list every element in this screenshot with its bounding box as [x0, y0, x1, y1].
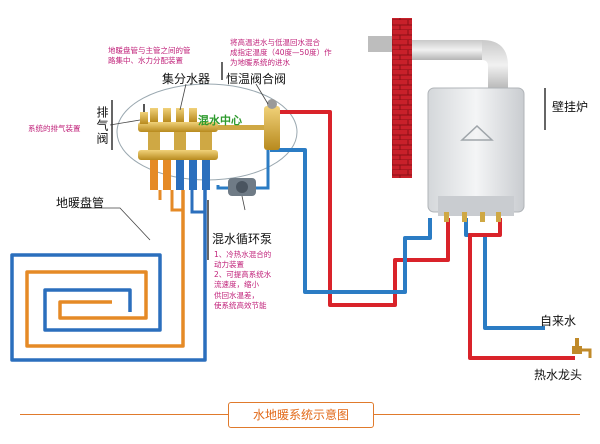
hot-water-pipe	[468, 218, 575, 360]
chimney	[392, 18, 412, 178]
pump-note-line3: 2、可提高系统水	[214, 270, 272, 280]
cold-return-pipe	[270, 148, 432, 294]
pump-note-line5: 供回水温差，	[214, 290, 259, 300]
manifold-note-line1: 地暖盘管与主管之间的管	[108, 46, 191, 55]
manifold	[138, 108, 268, 190]
hot-tap-label: 热水龙头	[534, 368, 583, 382]
pump-note-line2: 动力装置	[214, 260, 244, 270]
manifold-label: 集分水器	[162, 72, 211, 86]
manifold-note: 地暖盘管与主管之间的管 路集中、水力分配装置	[108, 46, 191, 66]
floor-coil-orange	[25, 190, 185, 348]
valve-note: 将高温进水与低温回水混合 成指定温度（40度—50度）作 为地暖系统的进水	[230, 38, 332, 68]
valve-note-line2: 成指定温度（40度—50度）作	[230, 48, 332, 58]
manifold-note-line2: 路集中、水力分配装置	[108, 56, 183, 66]
exhaust-note: 系统的排气装置	[28, 124, 81, 134]
exhaust-note-text: 系统的排气装置	[28, 124, 81, 133]
valve-note-line1: 将高温进水与低温回水混合	[230, 38, 320, 47]
circulation-pump	[228, 178, 256, 196]
wall-boiler	[427, 87, 525, 222]
tap-water-label: 自来水	[540, 314, 577, 328]
pump-note-line1: 1、冷热水混合的	[214, 250, 272, 259]
exhaust-label: 排气阀	[95, 106, 109, 145]
floor-pipe-label: 地暖盘管	[56, 196, 105, 210]
pump-note: 1、冷热水混合的 动力装置 2、可提高系统水 流速度，缩小 供回水温差， 使系统…	[214, 250, 271, 311]
valve-note-line3: 为地暖系统的进水	[230, 58, 290, 68]
hot-supply-pipe	[278, 110, 450, 307]
pump-label: 混水循环泵	[212, 232, 273, 246]
boiler-label: 壁挂炉	[552, 100, 589, 114]
caption-title: 水地暖系统示意图	[228, 402, 374, 428]
flue-pipe	[368, 36, 508, 90]
pump-note-line6: 使系统高效节能	[214, 300, 267, 310]
thermostat-valve-label: 恒温阀合阀	[226, 72, 287, 86]
caption-bar: 水地暖系统示意图	[0, 398, 600, 432]
floor-coil-blue	[10, 190, 207, 362]
pump-note-line4: 流速度，缩小	[214, 280, 259, 290]
exhaust-valve	[140, 104, 148, 124]
mixing-center-label: 混水中心	[198, 114, 242, 127]
thermostat-valve	[264, 99, 280, 150]
